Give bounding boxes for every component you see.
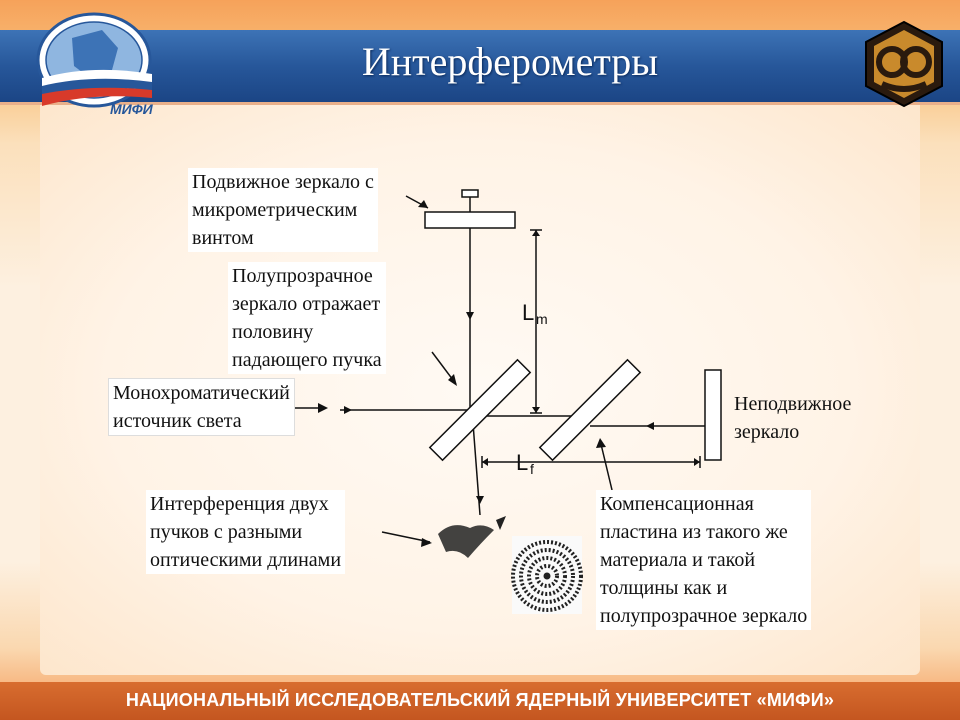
label-compensator: Компенсационная пластина из такого же ма… — [596, 490, 812, 630]
movable-mirror — [424, 211, 516, 229]
micrometer-screw-head — [461, 189, 479, 198]
footer-band — [0, 682, 960, 720]
label-interference: Интерференция двух пучков с разными опти… — [146, 490, 346, 574]
lm-subscript: m — [536, 311, 548, 327]
label-movable-mirror: Подвижное зеркало с микрометрическим вин… — [188, 168, 378, 252]
leader-compensator — [599, 439, 613, 491]
footer-university-name: НАЦИОНАЛЬНЫЙ ИССЛЕДОВАТЕЛЬСКИЙ ЯДЕРНЫЙ У… — [125, 690, 835, 710]
interference-rings — [511, 536, 583, 614]
right-logo — [865, 20, 943, 108]
beam-splitter — [428, 358, 532, 462]
lf-subscript: f — [530, 461, 534, 477]
logo-mifi-text: МИФИ — [110, 101, 154, 117]
compensating-plate — [538, 358, 642, 462]
label-fixed-mirror: Неподвижное зеркало — [734, 393, 852, 443]
lf-symbol: L — [516, 450, 528, 475]
page-title: Интерферометры — [361, 39, 659, 84]
fixed-mirror — [704, 369, 722, 461]
university-logo: МИФИ — [36, 12, 154, 117]
label-source: Монохроматический источник света — [108, 378, 295, 436]
detector-pattern — [438, 516, 506, 558]
header-band — [0, 30, 960, 105]
lm-symbol: L — [522, 300, 534, 325]
label-half-mirror: Полупрозрачное зеркало отражает половину… — [228, 262, 386, 374]
